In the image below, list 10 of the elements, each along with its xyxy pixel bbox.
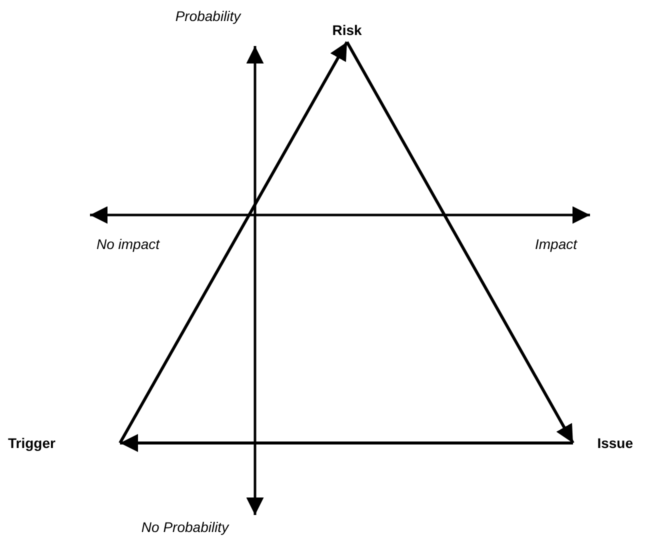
vertex-label: Issue	[573, 433, 633, 453]
vertex-label: Trigger	[8, 433, 120, 453]
axis-label: Probability	[175, 8, 241, 24]
arrow	[346, 41, 574, 444]
axis-label: No impact	[96, 236, 160, 252]
arrow	[118, 41, 348, 444]
axis-label: No Probability	[141, 519, 229, 535]
arrow	[120, 434, 573, 452]
axis-label: Impact	[535, 236, 577, 252]
vertex-label: Risk	[322, 18, 372, 42]
